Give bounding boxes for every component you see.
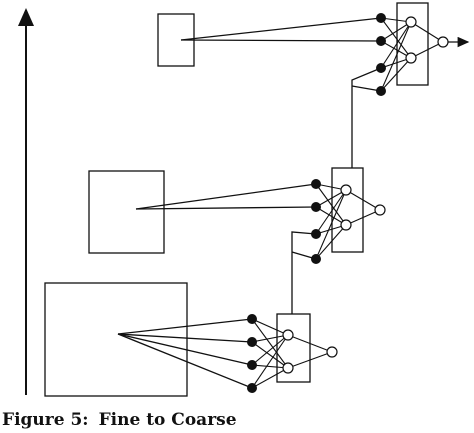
network-box <box>276 313 311 383</box>
level-top <box>157 2 470 96</box>
output-node <box>437 36 449 48</box>
network-edges <box>380 17 444 92</box>
input-square-medium <box>88 170 165 254</box>
input-connections <box>180 17 382 42</box>
input-nodes <box>247 314 257 393</box>
hidden-nodes <box>405 16 417 64</box>
connector-bottom-to-mid-branch <box>291 251 317 260</box>
network-edges <box>251 318 333 389</box>
connector-bottom-to-mid <box>291 231 317 314</box>
hidden-nodes <box>282 329 294 374</box>
level-bottom <box>44 282 338 397</box>
hidden-nodes <box>340 184 352 231</box>
connector-mid-to-top-branch <box>351 85 382 92</box>
figure-caption: Figure 5: Fine to Coarse <box>2 410 237 430</box>
network-edges <box>315 183 381 260</box>
output-node <box>374 204 386 216</box>
input-square-large <box>44 282 188 397</box>
output-node <box>326 346 338 358</box>
input-connections <box>135 183 317 210</box>
level-middle <box>88 167 386 264</box>
input-connections <box>117 318 253 389</box>
connector-mid-to-top <box>351 67 382 168</box>
caption-title: Fine to Coarse <box>98 410 237 430</box>
caption-label: Figure 5: <box>2 410 89 430</box>
fine-to-coarse-diagram <box>18 2 470 397</box>
network-box <box>331 167 364 253</box>
